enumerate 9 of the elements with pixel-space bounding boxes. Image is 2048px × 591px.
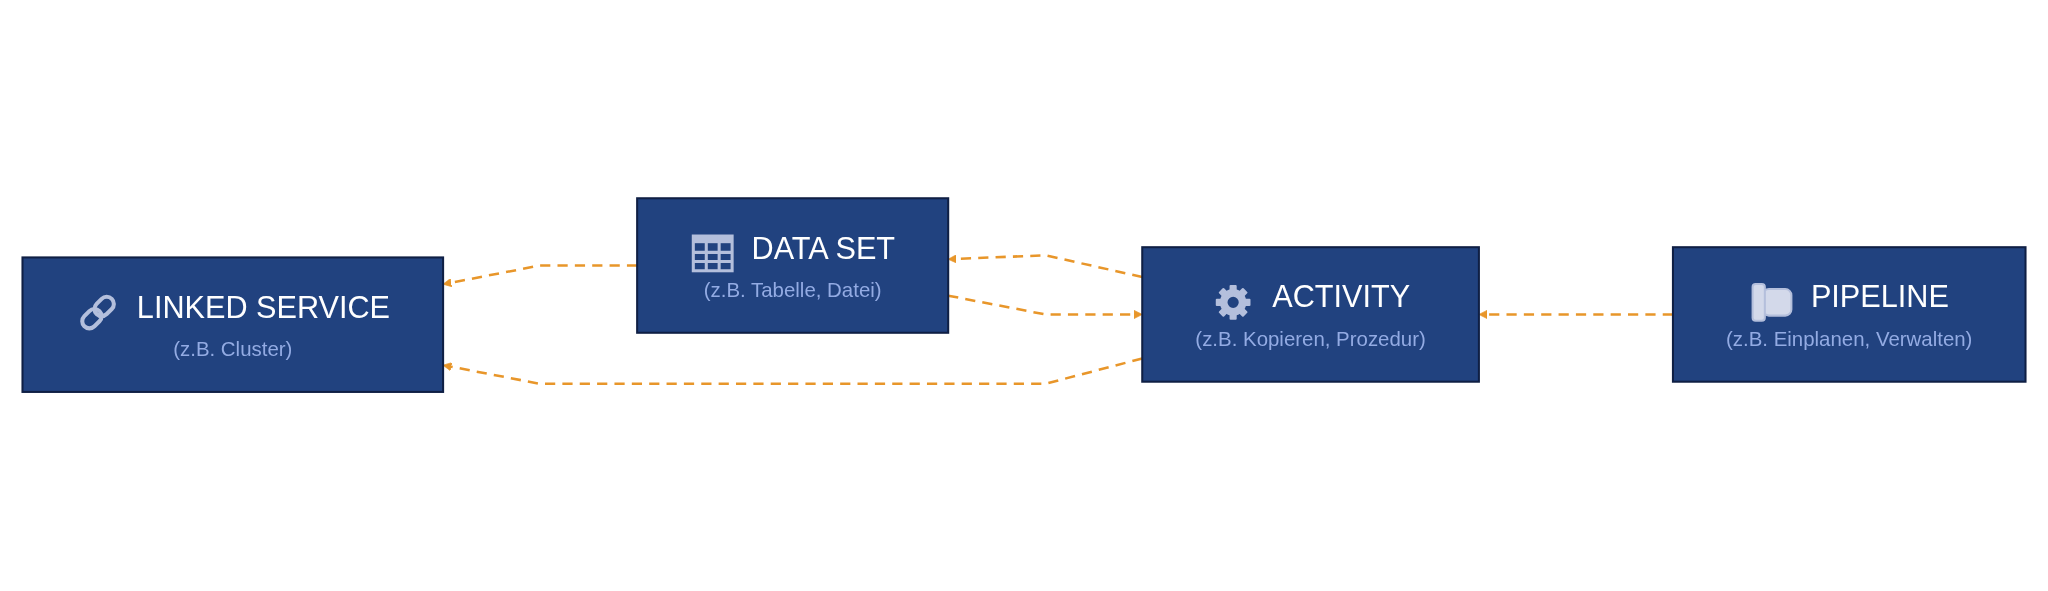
dashed-arrow	[1478, 310, 1673, 320]
node-title: PIPELINE	[1810, 280, 1949, 314]
node-subtitle: (z.B. Tabelle, Datei)	[703, 279, 882, 302]
node-subtitle: (z.B. Kopieren, Prozedur)	[1195, 328, 1426, 351]
node-subtitle: (z.B. Cluster)	[173, 338, 293, 361]
node-title: DATA SET	[751, 231, 896, 266]
node-title: ACTIVITY	[1272, 280, 1411, 314]
node-title: LINKED SERVICE	[136, 290, 390, 325]
node-subtitle: (z.B. Einplanen, Verwalten)	[1726, 328, 1973, 351]
